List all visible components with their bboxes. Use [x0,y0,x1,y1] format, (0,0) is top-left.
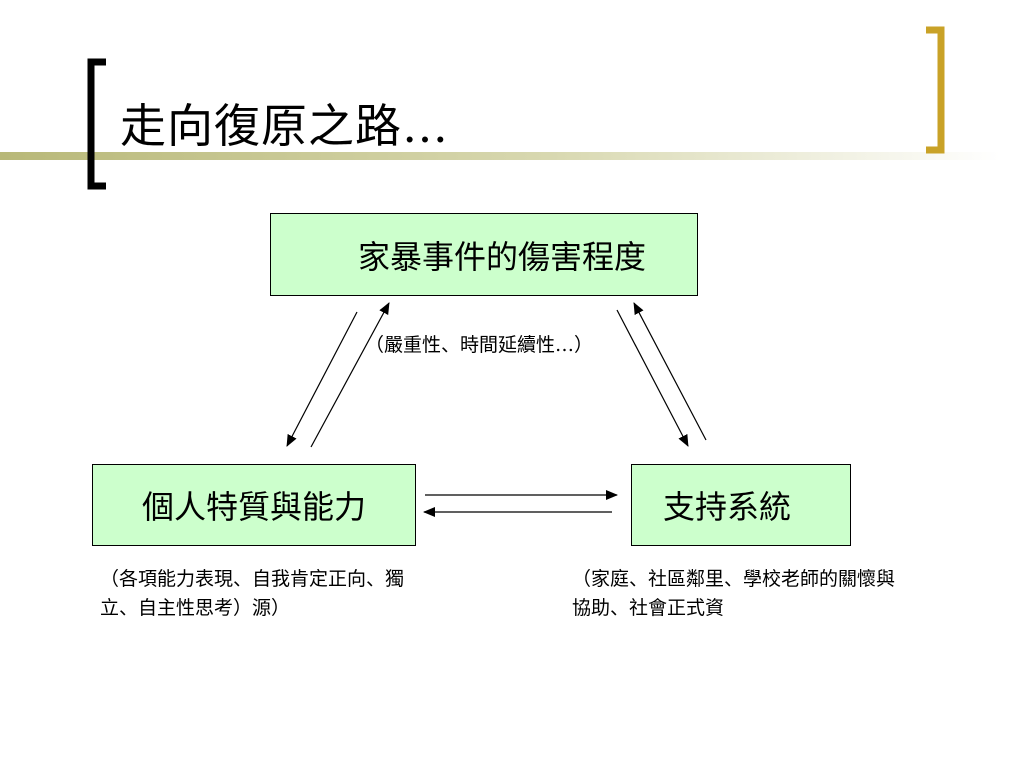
arrow-support-to-harm [633,302,707,441]
title-underline-rule [0,152,1000,160]
right-bracket-icon [926,26,945,154]
harm-level-label: 家暴事件的傷害程度 [357,237,646,276]
slide-title: 走向復原之路… [120,99,449,153]
arrow-traits-to-harm [310,302,390,448]
personal-traits-label: 個人特質與能力 [141,488,366,526]
personal-traits-box: 個人特質與能力 [92,464,416,546]
left-bracket-icon [87,58,106,190]
arrow-harm-to-support [616,309,689,447]
support-system-note: （家庭、社區鄰里、學校老師的關懷與協助、社會正式資 [572,568,896,619]
harm-level-note: （嚴重性、時間延續性…） [365,334,594,356]
harm-level-box: 家暴事件的傷害程度 [270,213,698,296]
personal-traits-note: （各項能力表現、自我肯定正向、獨立、自主性思考）源） [100,568,405,619]
support-system-box: 支持系統 [631,464,851,546]
arrow-harm-to-traits [286,311,358,447]
support-system-label: 支持系統 [662,488,791,526]
